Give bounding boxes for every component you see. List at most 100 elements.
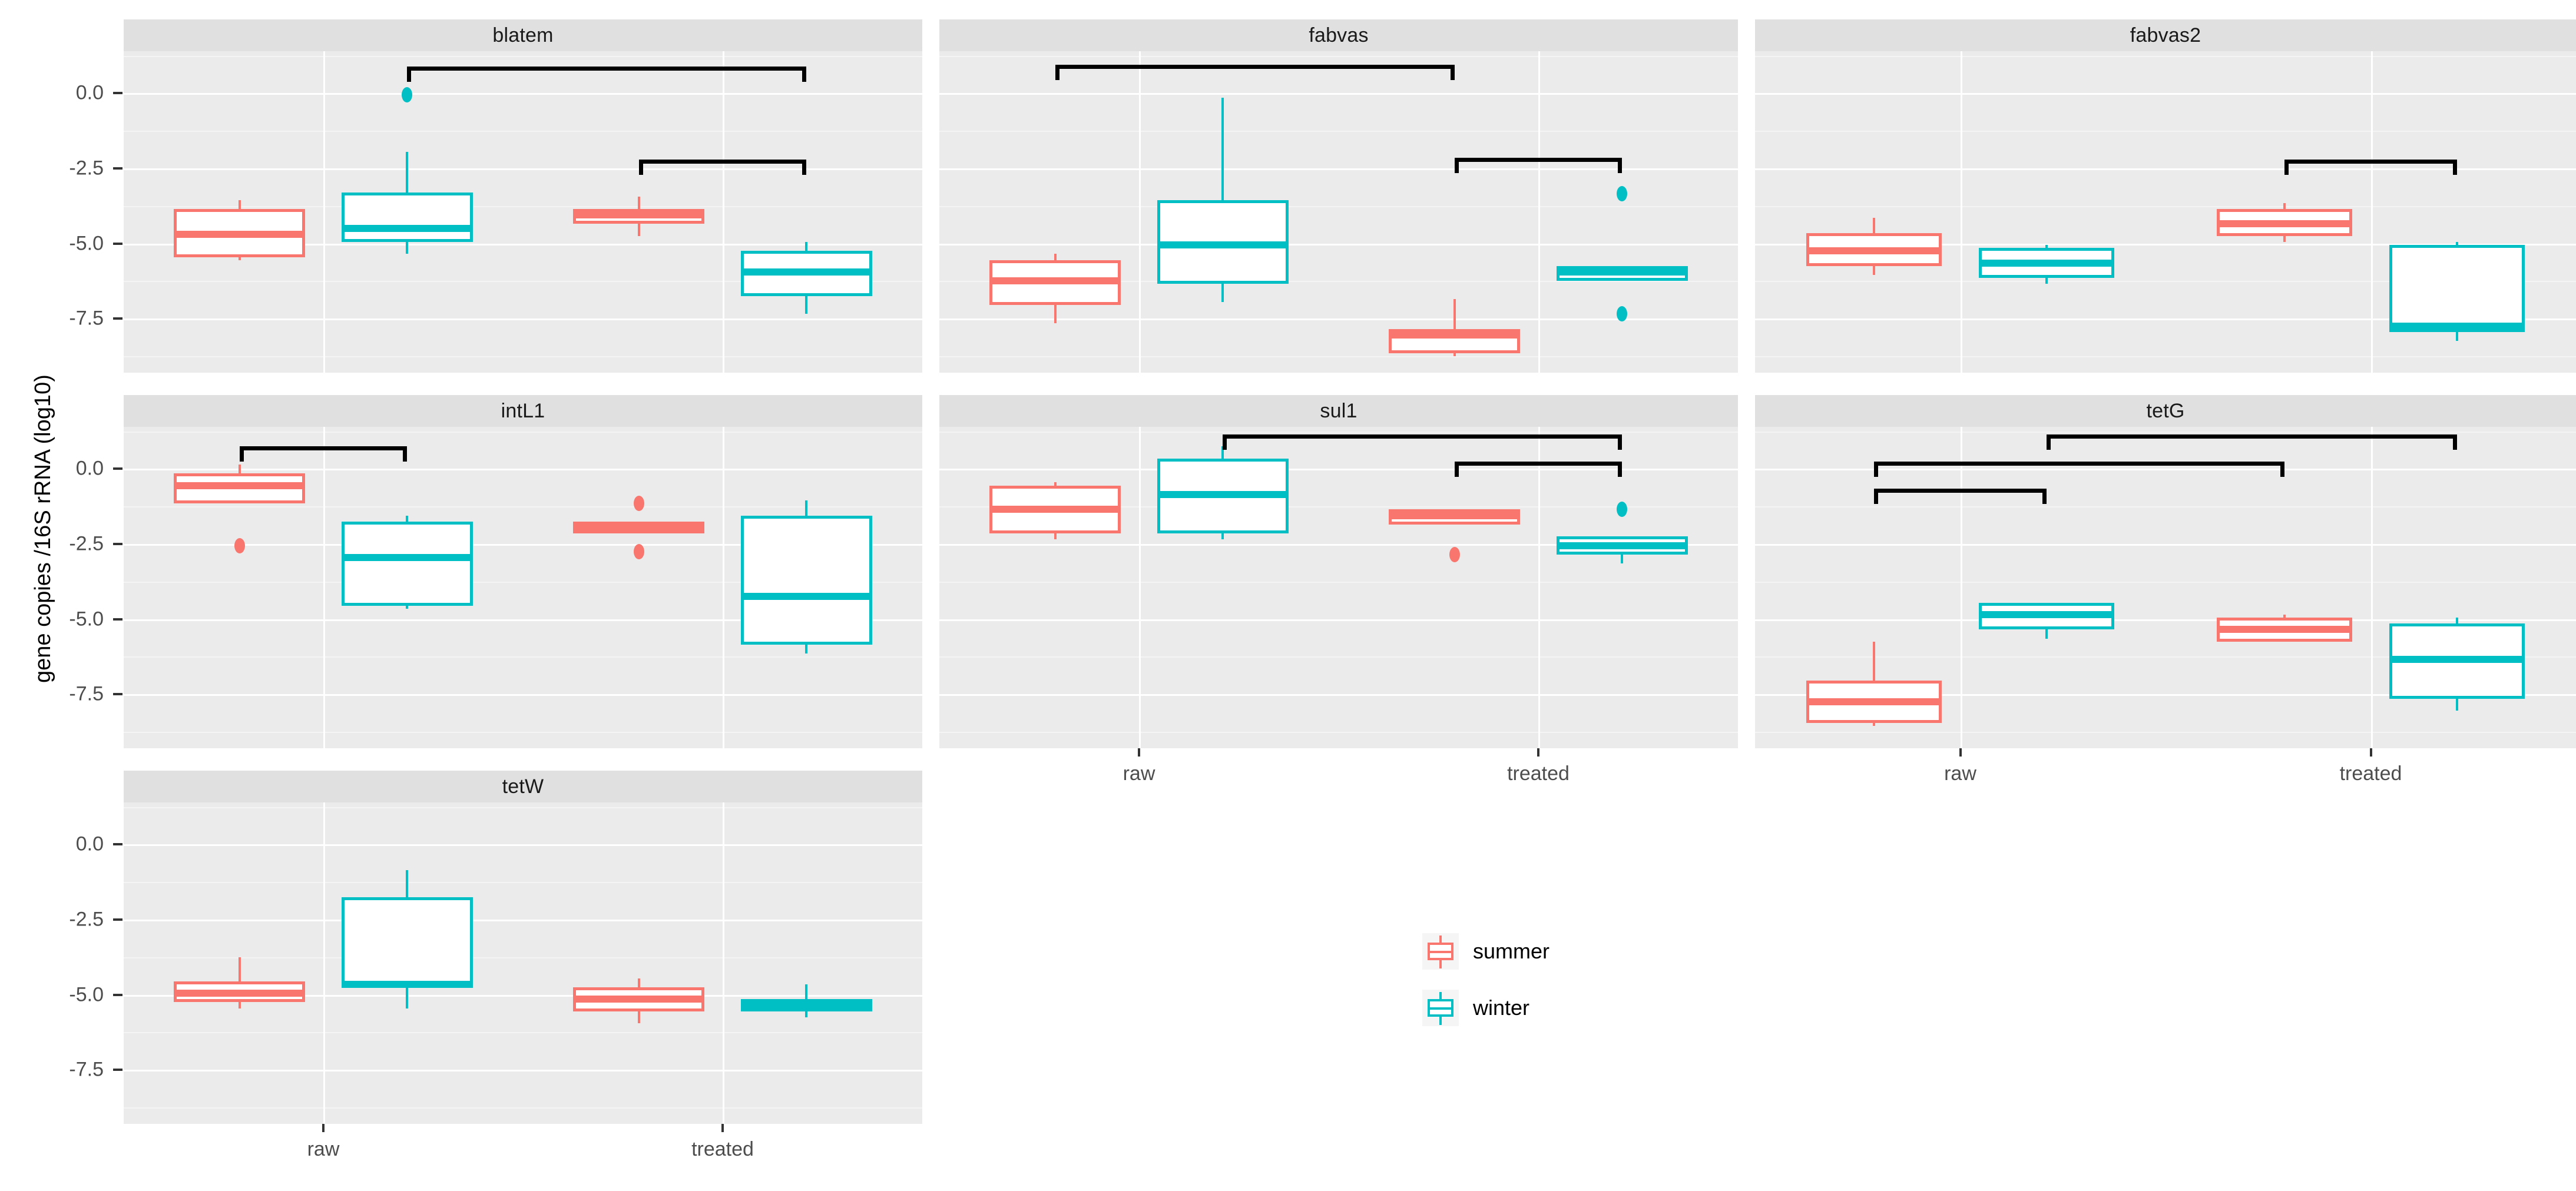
bracket-right-tick — [2452, 434, 2457, 450]
gridline-minor — [1755, 55, 2576, 57]
significance-bracket — [1223, 434, 1623, 450]
bracket-top — [239, 446, 408, 451]
boxplot-box — [341, 192, 474, 243]
gridline-major-vertical — [2370, 427, 2373, 748]
facet-panel-tetW: tetW — [124, 771, 922, 1124]
x-axis-tick-mark — [2369, 748, 2372, 757]
x-axis-tick-mark — [322, 1124, 325, 1132]
facet-strip-fabvas2: fabvas2 — [1755, 19, 2576, 51]
y-axis-tick-mark — [113, 167, 122, 170]
bracket-left-tick — [2046, 434, 2051, 450]
gridline-minor — [124, 882, 922, 884]
significance-bracket — [2046, 434, 2457, 450]
median-line — [1806, 698, 1942, 705]
gridline-minor — [1755, 356, 2576, 357]
x-axis-tick-mark — [1537, 748, 1539, 757]
gridline-major — [939, 243, 1738, 246]
gridline-minor — [124, 55, 922, 57]
gridline-minor — [1755, 731, 2576, 733]
legend-median — [1428, 1007, 1453, 1010]
gridline-minor — [124, 656, 922, 658]
bracket-right-tick — [1618, 158, 1623, 174]
y-axis-tick-label: -2.5 — [69, 532, 104, 555]
outlier-point — [1617, 306, 1628, 322]
gridline-major — [124, 1070, 922, 1072]
gridline-minor — [1755, 281, 2576, 283]
median-line — [1978, 259, 2114, 267]
y-axis-tick-mark — [113, 242, 122, 245]
median-line — [740, 1001, 873, 1009]
outlier-point — [1617, 502, 1628, 517]
median-line — [173, 482, 306, 489]
gridline-major-vertical — [1538, 427, 1540, 748]
y-axis-tick-mark — [113, 843, 122, 846]
bracket-left-tick — [1874, 488, 1879, 504]
significance-bracket — [638, 159, 807, 175]
gridline-major-vertical — [1538, 51, 1540, 373]
gridline-major — [124, 844, 922, 847]
bracket-top — [638, 159, 807, 164]
bracket-right-tick — [2452, 159, 2457, 175]
bracket-top — [1454, 461, 1623, 466]
y-axis-tick-mark — [113, 92, 122, 95]
whisker-line — [1453, 298, 1456, 356]
median-line — [1157, 490, 1289, 498]
gridline-minor — [124, 356, 922, 357]
facet-strip-blatem: blatem — [124, 19, 922, 51]
plot-area-blatem — [124, 51, 922, 373]
gridline-major — [1755, 544, 2576, 546]
gridline-minor — [939, 731, 1738, 733]
median-line — [1157, 241, 1289, 249]
gridline-major-vertical — [1139, 427, 1141, 748]
median-line — [2389, 656, 2525, 663]
median-line — [1388, 512, 1521, 519]
y-axis-tick-label: -5.0 — [69, 608, 104, 631]
gridline-major-vertical — [1960, 427, 1962, 748]
bracket-right-tick — [403, 446, 408, 462]
x-axis-tick-label-raw: raw — [307, 1138, 340, 1160]
median-line — [1806, 247, 1942, 255]
legend-item-summer[interactable]: summer — [1422, 933, 1549, 970]
median-line — [572, 211, 705, 219]
significance-bracket — [407, 66, 807, 82]
gridline-minor — [1755, 581, 2576, 583]
significance-bracket — [2284, 159, 2457, 175]
legend-item-winter[interactable]: winter — [1422, 990, 1529, 1026]
median-line — [2389, 322, 2525, 330]
legend-whisker-upper — [1439, 992, 1442, 1000]
median-line — [1388, 331, 1521, 339]
facet-strip-tetW: tetW — [124, 771, 922, 802]
y-axis-tick-mark — [113, 918, 122, 921]
gridline-major — [124, 469, 922, 471]
whisker-line — [1221, 98, 1224, 303]
gridline-major — [939, 619, 1738, 621]
bracket-left-tick — [1454, 461, 1459, 477]
bracket-left-tick — [2284, 159, 2289, 175]
x-axis-tick-label-treated: treated — [1507, 762, 1570, 785]
bracket-right-tick — [802, 66, 807, 82]
gridline-major-vertical — [323, 51, 325, 373]
boxplot-box — [2389, 245, 2525, 333]
plot-area-fabvas2 — [1755, 51, 2576, 373]
bracket-top — [2046, 434, 2457, 439]
gridline-major — [1755, 694, 2576, 696]
median-line — [989, 277, 1121, 285]
y-axis-tick-mark — [113, 467, 122, 470]
outlier-point — [1617, 186, 1628, 202]
gridline-major — [939, 168, 1738, 170]
y-axis-tick-mark — [113, 543, 122, 545]
median-line — [173, 231, 306, 238]
gridline-minor — [939, 506, 1738, 508]
facet-strip-fabvas: fabvas — [939, 19, 1738, 51]
bracket-top — [407, 66, 807, 71]
y-axis-tick-label: 0.0 — [75, 81, 104, 104]
facet-title-fabvas2: fabvas2 — [2130, 24, 2201, 47]
gridline-major-vertical — [1960, 51, 1962, 373]
gridline-major — [124, 619, 922, 621]
gridline-major-vertical — [323, 427, 325, 748]
facet-title-fabvas: fabvas — [1309, 24, 1369, 47]
gridline-major — [124, 243, 922, 246]
boxplot-box — [341, 897, 474, 984]
y-axis-tick-label: -7.5 — [69, 1058, 104, 1081]
bracket-right-tick — [1450, 64, 1455, 80]
